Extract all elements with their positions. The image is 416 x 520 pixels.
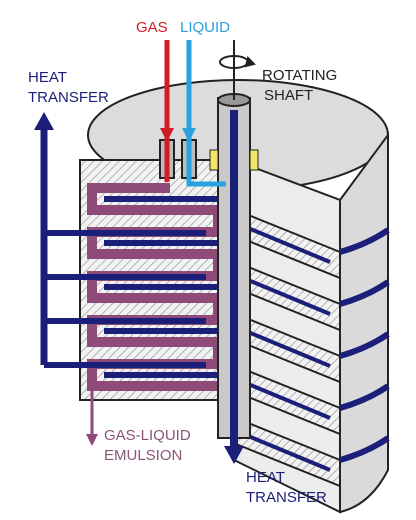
rotation-arrow-icon <box>219 55 256 69</box>
rotating-shaft-label-line1: ROTATING <box>262 67 337 84</box>
heat-transfer-bottom-label-line2: TRANSFER <box>246 489 327 506</box>
disc-rim <box>339 383 390 411</box>
liquid-flow-line <box>186 40 226 187</box>
disc-rim <box>339 435 390 463</box>
bearing <box>249 149 259 171</box>
disc-rim <box>339 279 390 307</box>
heat-transfer-bottom-label-line1: HEAT <box>246 469 285 486</box>
gas-arrow-icon <box>160 128 174 142</box>
emulsion-label-line1: GAS-LIQUID <box>104 427 191 444</box>
disc-heat-channels <box>235 221 331 472</box>
heat-transfer-top-label-line1: HEAT <box>28 69 67 86</box>
disc-rim <box>339 227 390 255</box>
disc-rims <box>339 227 390 463</box>
gas-label: GAS <box>136 19 168 36</box>
heat-transfer-down-arrow-icon <box>224 446 244 464</box>
liquid-label: LIQUID <box>180 19 230 36</box>
bearing <box>209 149 219 171</box>
disc-rim <box>339 331 390 359</box>
liquid-arrow-icon <box>182 128 196 142</box>
heat-transfer-top-label-line2: TRANSFER <box>28 89 109 106</box>
emulsion-down-arrow-icon <box>86 434 98 446</box>
heat-transfer-up-arrow-icon <box>34 112 54 130</box>
heat-transfer-plates <box>44 196 230 378</box>
rotating-shaft-label-line2: SHAFT <box>264 87 313 104</box>
emulsion-label-line2: EMULSION <box>104 447 182 464</box>
